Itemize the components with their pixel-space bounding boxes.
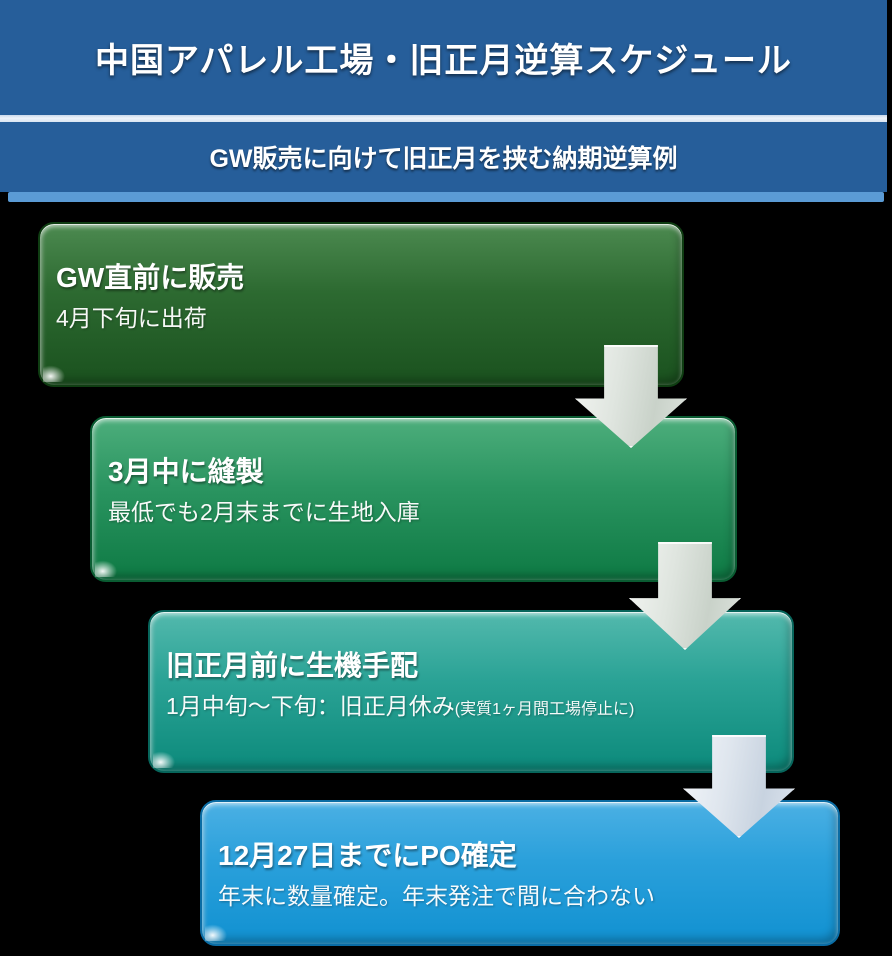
- step-subtitle: 最低でも2月末までに生地入庫: [108, 499, 715, 525]
- step-title: 12月27日までにPO確定: [218, 840, 517, 871]
- banner-separator: [0, 115, 887, 122]
- step-subtitle-note: (実質1ヶ月間工場停止に): [454, 701, 635, 719]
- step-subtitle: 年末に数量確定。年末発注で間に合わない: [218, 883, 818, 909]
- page-subtitle: GW販売に向けて旧正月を挟む納期逆算例: [209, 145, 678, 173]
- step-box-fabric-arrangement: 旧正月前に生機手配 1月中旬～下旬：旧正月休み(実質1ヶ月間工場停止に): [148, 610, 794, 773]
- page-title: 中国アパレル工場・旧正月逆算スケジュール: [95, 42, 792, 80]
- step-title: 旧正月前に生機手配: [166, 650, 419, 681]
- step-title: 3月中に縫製: [108, 456, 264, 487]
- step-subtitle-text: 年末に数量確定。年末発注で間に合わない: [218, 883, 655, 910]
- step-subtitle: 1月中旬～下旬：旧正月休み(実質1ヶ月間工場停止に): [166, 693, 772, 719]
- step-box-sewing: 3月中に縫製 最低でも2月末までに生地入庫: [90, 416, 737, 582]
- step-subtitle-text: 最低でも2月末までに生地入庫: [108, 499, 420, 526]
- subtitle-banner: GW販売に向けて旧正月を挟む納期逆算例: [0, 122, 887, 192]
- step-subtitle-text: 1月中旬～下旬：旧正月休み: [166, 693, 455, 720]
- step-subtitle: 4月下旬に出荷: [56, 305, 662, 331]
- step-box-gw-sale: GW直前に販売 4月下旬に出荷: [38, 222, 684, 387]
- step-title: GW直前に販売: [56, 262, 245, 293]
- title-banner: 中国アパレル工場・旧正月逆算スケジュール: [0, 0, 887, 115]
- step-subtitle-text: 4月下旬に出荷: [56, 305, 207, 332]
- accent-strip: [8, 192, 884, 202]
